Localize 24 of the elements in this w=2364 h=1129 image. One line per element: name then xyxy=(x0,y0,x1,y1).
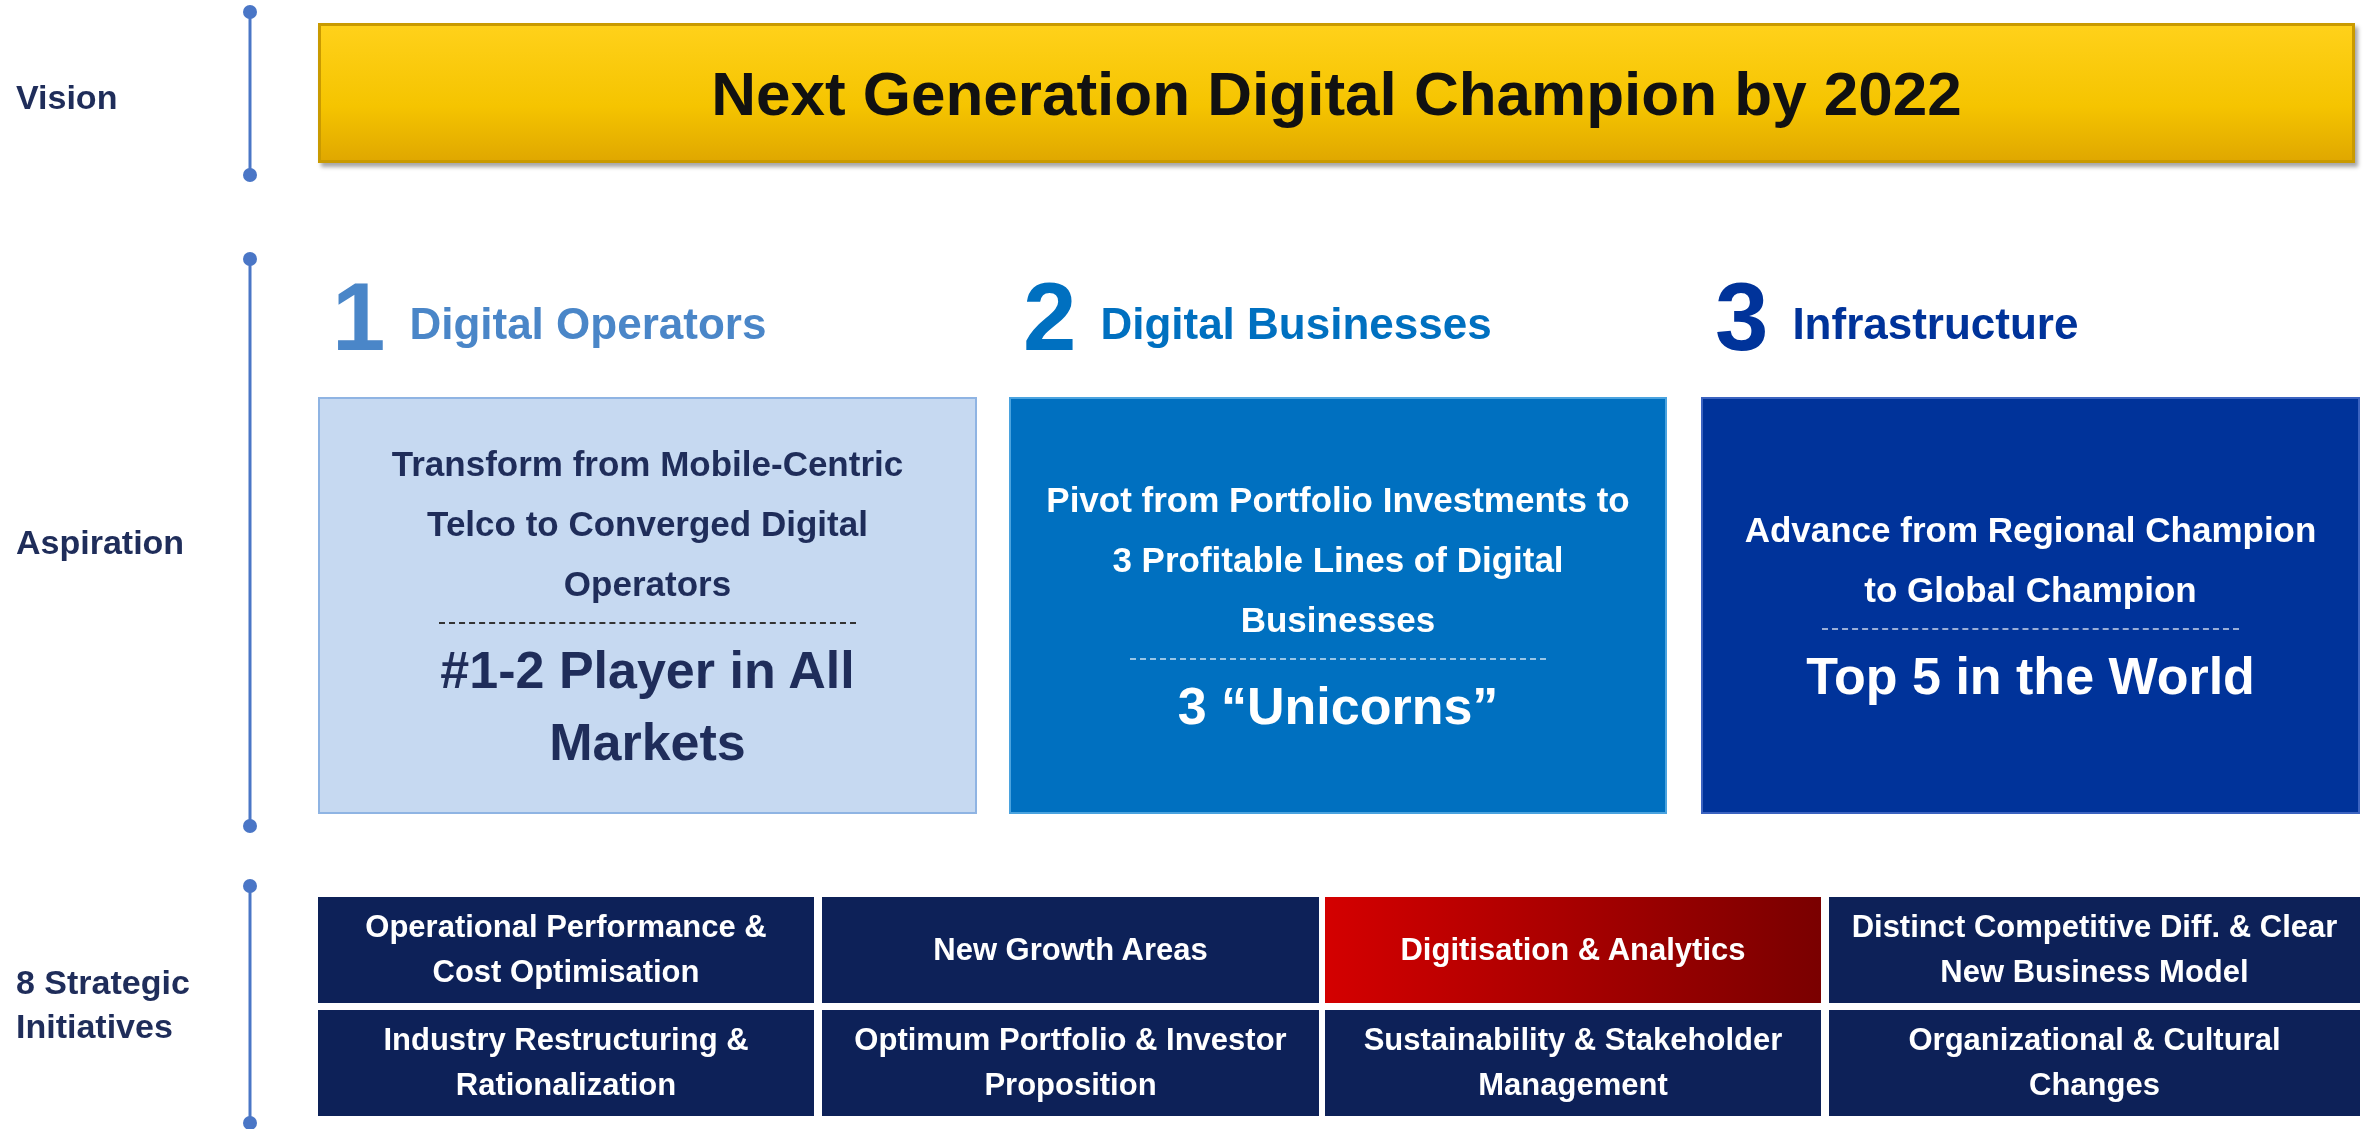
target-text: 3 “Unicorns” xyxy=(1177,675,1499,737)
aspiration-text: Advance from Regional Champion to Global Champion xyxy=(1743,508,2318,611)
section-label: 8 Strategic Initiatives xyxy=(16,962,191,1048)
section-label: Aspiration xyxy=(16,522,186,563)
initiative-tile: Distinct Competitive Diff. & Clear New Business Model xyxy=(1829,897,2360,1003)
initiative-tile: Sustainability & Stakeholder Management xyxy=(1325,1010,1821,1116)
vision-banner: Next Generation Digital Champion by 2022 xyxy=(318,23,2355,163)
aspiration-text: Pivot from Portfolio Investments to 3 Profitable Lines of Digital Businesses xyxy=(1045,478,1631,641)
initiative-tile: New Growth Areas xyxy=(822,897,1319,1003)
section-label: Vision xyxy=(16,77,119,118)
section-number: 1 xyxy=(332,262,386,372)
section-heading: Infrastructure xyxy=(1792,298,2079,349)
section-number: 2 xyxy=(1023,262,1077,372)
initiative-tile: Optimum Portfolio & Investor Proposition xyxy=(822,1010,1319,1116)
section-number: 3 xyxy=(1715,262,1769,372)
initiative-tile: Operational Performance & Cost Optimisation xyxy=(318,897,814,1003)
initiative-tile: Organizational & Cultural Changes xyxy=(1829,1010,2360,1116)
target-text: #1-2 Player in All Markets xyxy=(439,639,856,773)
section-heading: Digital Businesses xyxy=(1100,298,1492,349)
section-heading: Digital Operators xyxy=(409,298,767,349)
initiative-tile: Industry Restructuring & Rationalization xyxy=(318,1010,814,1116)
initiative-tile: Digitisation & Analytics xyxy=(1325,897,1821,1003)
target-text: Top 5 in the World xyxy=(1806,645,2255,707)
aspiration-text: Transform from Mobile-Centric Telco to Converged Digital Operators xyxy=(390,442,905,605)
